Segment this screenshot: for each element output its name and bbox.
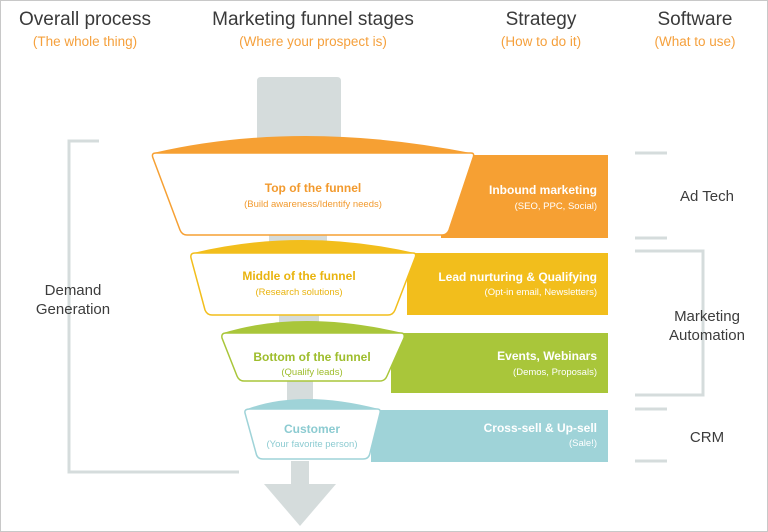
header-title: Strategy [505,9,577,30]
stage-middle-title: Middle of the funnel [242,269,355,283]
funnel-top-stem [257,77,341,143]
header-strategy: Strategy (How to do it) [471,9,611,49]
stage-top-shape [151,152,475,236]
software-ad-tech-text: Ad Tech [680,188,734,205]
marketing-automation-bracket [635,249,705,397]
header-subtitle: (The whole thing) [32,34,138,49]
header-title: Marketing funnel stages [212,9,414,30]
software-ad-tech-label: Ad Tech [665,187,749,206]
stage-bottom-subtitle: (Qualify leads) [281,367,342,378]
header-funnel-stages: Marketing funnel stages (Where your pros… [193,9,433,49]
stage-customer-subtitle: (Your favorite person) [266,439,357,450]
strategy-customer-label: Cross-sell & Up-sell [484,421,597,435]
software-marketing-text: Marketing [674,308,740,325]
demand-generation-line2: Generation [35,301,111,318]
header-overall-process: Overall process (The whole thing) [1,9,169,49]
stage-middle-subtitle: (Research solutions) [255,287,342,298]
strategy-band-customer [371,410,608,462]
strategy-customer-detail: (Sale!) [569,438,597,449]
strategy-top-label: Inbound marketing [489,183,597,197]
header-subtitle: (Where your prospect is) [239,34,387,49]
demand-generation-bracket [67,139,239,474]
funnel-down-arrow [264,461,336,526]
stage-top-subtitle: (Build awareness/Identify needs) [244,199,382,210]
demand-generation-line1: Demand [44,282,102,299]
stage-bottom-cap [223,321,403,333]
stage-top-cap [153,136,471,153]
header-title: Overall process [19,9,151,30]
stage-bottom-shape [221,332,405,382]
stage-customer-title: Customer [284,422,340,436]
strategy-middle-detail: (Opt-in email, Newsletters) [485,287,597,298]
software-crm-label: CRM [665,428,749,447]
strategy-bottom-detail: (Demos, Proposals) [513,367,597,378]
funnel-connector-3 [287,381,313,403]
strategy-middle-label: Lead nurturing & Qualifying [438,270,597,284]
software-automation-text: Automation [669,327,745,344]
header-subtitle: (How to do it) [500,34,582,49]
stage-top-title: Top of the funnel [265,181,361,195]
stage-bottom-title: Bottom of the funnel [253,350,370,364]
software-crm-text: CRM [689,429,725,446]
header-subtitle: (What to use) [654,34,736,49]
stage-customer-shape [244,408,381,460]
header-title: Software [657,9,733,30]
software-marketing-automation-label: Marketing Automation [651,307,763,345]
stage-customer-cap [247,399,379,409]
header-software: Software (What to use) [629,9,761,49]
stage-middle-cap [193,240,415,253]
strategy-bottom-label: Events, Webinars [497,349,597,363]
strategy-top-detail: (SEO, PPC, Social) [515,201,597,212]
stage-middle-shape [190,252,417,316]
strategy-band-middle [407,253,608,315]
demand-generation-label: Demand Generation [15,281,131,319]
strategy-band-bottom [391,333,608,393]
